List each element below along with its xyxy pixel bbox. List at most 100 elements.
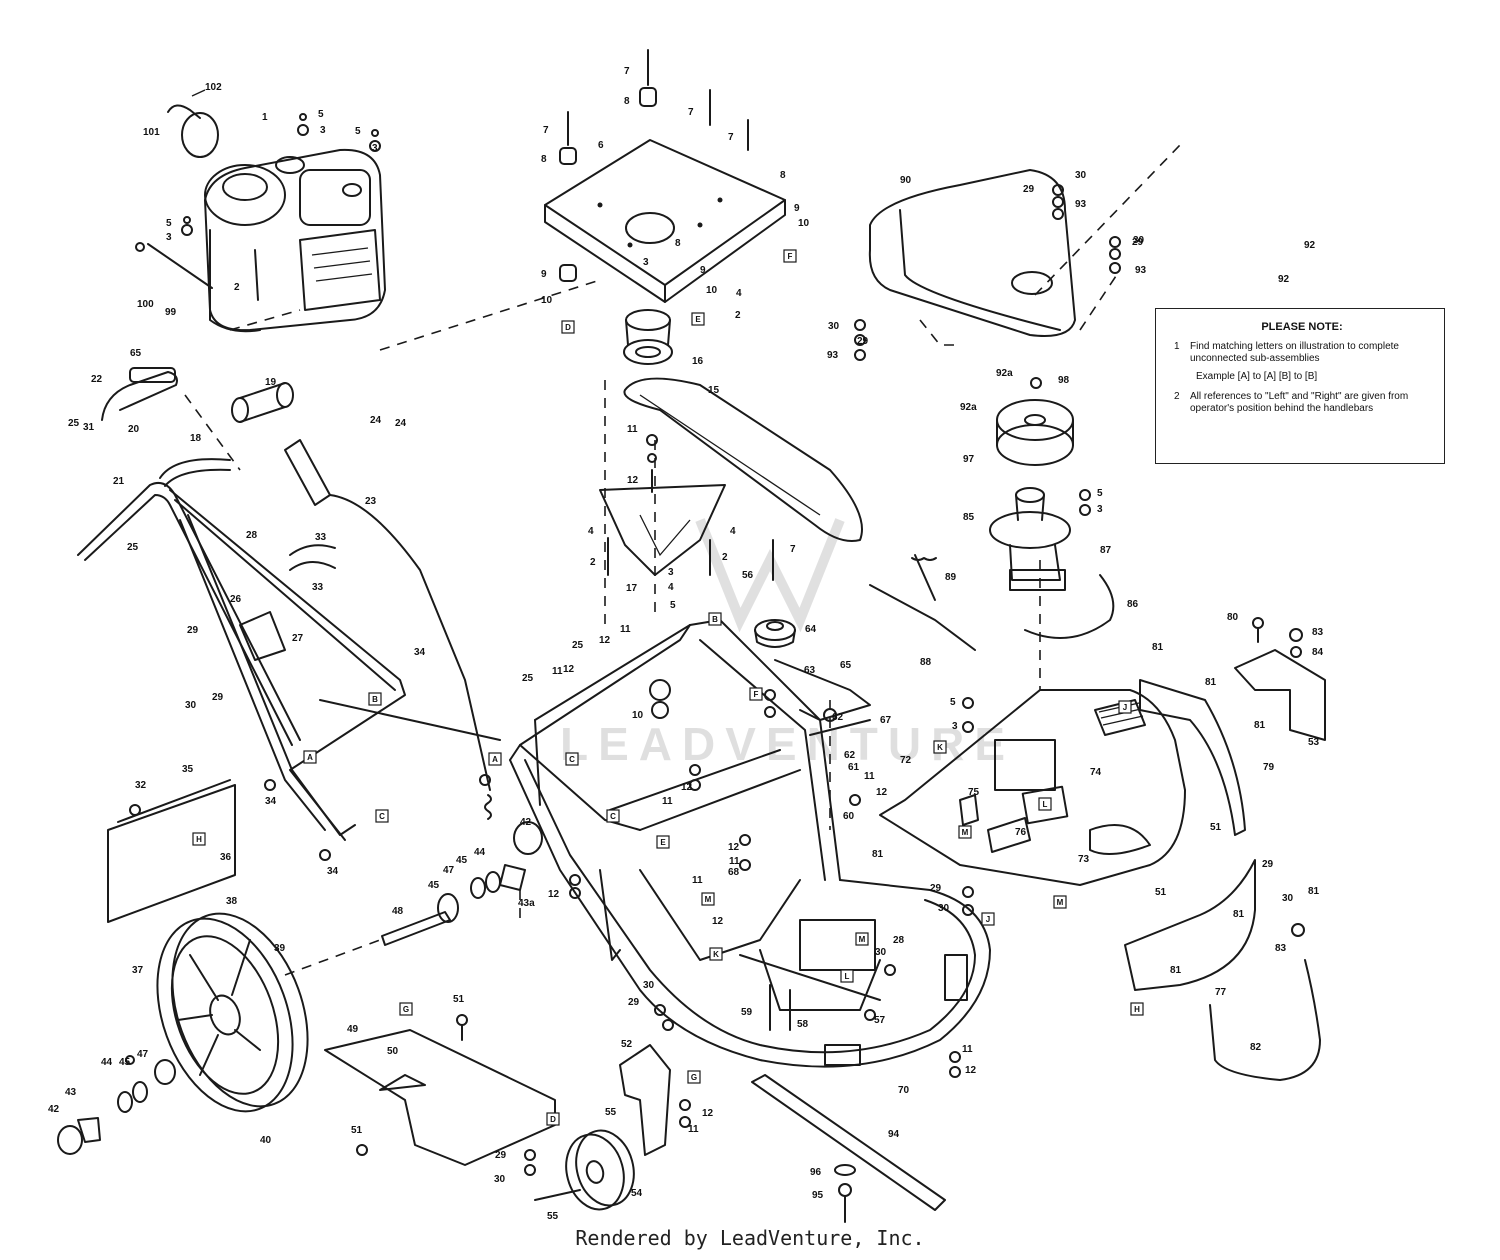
- svg-text:K: K: [937, 743, 943, 752]
- part-label-12: 12: [702, 1108, 714, 1119]
- part-label-43: 43: [65, 1087, 77, 1098]
- belt-inner: [639, 394, 821, 516]
- part-label-11: 11: [962, 1044, 973, 1055]
- part-label-25: 25: [127, 542, 139, 553]
- part-label-51: 51: [453, 994, 465, 1005]
- part-label-33: 33: [312, 582, 324, 593]
- part-label-93: 93: [1135, 265, 1147, 276]
- part-label-61: 61: [848, 762, 860, 773]
- part-label-36: 36: [220, 852, 232, 863]
- part-label-2: 2: [234, 282, 240, 293]
- part-label-9: 9: [700, 265, 706, 276]
- part-label-21: 21: [113, 476, 125, 487]
- part-label-89: 89: [945, 572, 957, 583]
- footer-credit: Rendered by LeadVenture, Inc.: [575, 1226, 925, 1250]
- part-label-11: 11: [692, 875, 703, 886]
- part-label-44: 44: [474, 847, 486, 858]
- part-label-29: 29: [1023, 184, 1035, 195]
- part-label-4: 4: [588, 526, 594, 537]
- part-label-2: 2: [722, 552, 728, 563]
- svg-text:D: D: [565, 323, 571, 332]
- belt-guard: [599, 484, 726, 576]
- part-label-33: 33: [315, 532, 327, 543]
- part-label-90: 90: [900, 175, 912, 186]
- part-label-50: 50: [387, 1046, 399, 1057]
- part-label-92a: 92a: [996, 368, 1013, 379]
- note-item-1: 1 Find matching letters on illustration …: [1174, 341, 1430, 365]
- part-label-82: 82: [1250, 1042, 1262, 1053]
- letter-ref-f: F: [749, 687, 763, 701]
- part-label-18: 18: [190, 433, 202, 444]
- part-label-83: 83: [1275, 943, 1287, 954]
- part-label-47: 47: [137, 1049, 149, 1060]
- letter-ref-m: M: [855, 932, 869, 946]
- part-label-26: 26: [230, 594, 242, 605]
- part-label-64: 64: [805, 624, 817, 635]
- part-label-86: 86: [1127, 599, 1139, 610]
- part-label-12: 12: [876, 787, 888, 798]
- part-label-96: 96: [810, 1167, 822, 1178]
- part-label-12: 12: [681, 782, 693, 793]
- part-label-88: 88: [920, 657, 932, 668]
- lower-handle: [179, 514, 356, 836]
- svg-text:C: C: [610, 812, 616, 821]
- part-label-35: 35: [182, 764, 194, 775]
- part-label-30: 30: [185, 700, 197, 711]
- part-label-57: 57: [874, 1015, 886, 1026]
- part-label-79: 79: [1263, 762, 1275, 773]
- part-label-30: 30: [494, 1174, 506, 1185]
- svg-text:A: A: [307, 753, 313, 762]
- svg-text:H: H: [1134, 1005, 1140, 1014]
- note-title: PLEASE NOTE:: [1261, 321, 1343, 333]
- letter-ref-c: C: [375, 809, 389, 823]
- part-label-85: 85: [963, 512, 975, 523]
- part-label-9: 9: [794, 203, 800, 214]
- watermark: LEADVENTURE: [560, 518, 1005, 770]
- part-label-34: 34: [414, 647, 426, 658]
- svg-text:F: F: [788, 252, 793, 261]
- part-label-81: 81: [1308, 886, 1320, 897]
- handle-grip: [231, 382, 294, 423]
- part-label-5: 5: [950, 697, 956, 708]
- throttle-rod: [147, 243, 213, 289]
- idler-spring: [911, 554, 937, 601]
- svg-text:M: M: [859, 935, 866, 944]
- part-label-40: 40: [260, 1135, 272, 1146]
- letter-ref-g: G: [399, 1002, 413, 1016]
- part-label-83: 83: [1312, 627, 1324, 638]
- svg-text:B: B: [712, 615, 718, 624]
- part-label-3: 3: [372, 143, 378, 154]
- part-label-76: 76: [1015, 827, 1027, 838]
- spindle-housing: [989, 487, 1071, 591]
- letter-ref-c: C: [565, 752, 579, 766]
- letter-ref-c: C: [606, 809, 620, 823]
- part-label-23: 23: [365, 496, 377, 507]
- part-label-11: 11: [662, 796, 673, 807]
- letter-ref-a: A: [488, 752, 502, 766]
- letter-ref-e: E: [691, 312, 705, 326]
- part-label-72: 72: [900, 755, 912, 766]
- part-label-3: 3: [952, 721, 958, 732]
- part-label-81: 81: [872, 849, 884, 860]
- part-label-10: 10: [541, 295, 553, 306]
- upper-handle: [77, 458, 406, 841]
- part-label-95: 95: [812, 1190, 824, 1201]
- spindle-pulley: [996, 399, 1074, 466]
- part-label-7: 7: [728, 132, 734, 143]
- part-label-80: 80: [1227, 612, 1239, 623]
- leader-lines: [184, 144, 1181, 976]
- svg-text:B: B: [372, 695, 378, 704]
- control-cable: [329, 494, 491, 791]
- part-label-34: 34: [327, 866, 339, 877]
- axle: [381, 911, 451, 946]
- part-label-17: 17: [626, 583, 638, 594]
- wheel-hub-left: [437, 821, 543, 923]
- please-note-box: PLEASE NOTE: 1 Find matching letters on …: [1155, 308, 1445, 464]
- engine-pulley: [623, 309, 673, 365]
- idler-rod: [869, 584, 976, 651]
- part-label-99: 99: [165, 307, 177, 318]
- part-label-43a: 43a: [518, 898, 535, 909]
